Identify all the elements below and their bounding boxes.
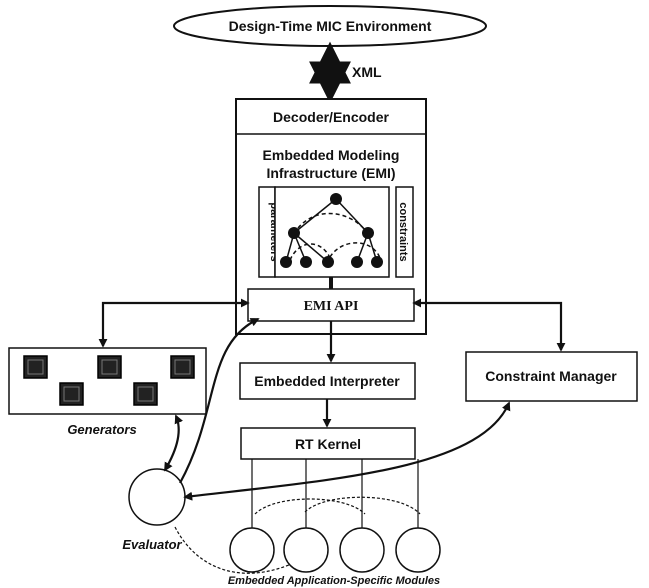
rt-kernel-label: RT Kernel xyxy=(295,436,361,452)
evaluator-label: Evaluator xyxy=(122,537,182,552)
emi-title-line2: Infrastructure (EMI) xyxy=(266,165,395,181)
design-time-environment-label: Design-Time MIC Environment xyxy=(229,18,432,34)
constraint-manager-label: Constraint Manager xyxy=(485,368,617,384)
emi-api-label: EMI API xyxy=(304,299,359,314)
application-modules xyxy=(174,459,441,574)
constraint-manager: Constraint Manager xyxy=(465,351,638,402)
connectors xyxy=(98,298,566,501)
embedded-interpreter-label: Embedded Interpreter xyxy=(254,373,400,389)
embedded-interpreter: Embedded Interpreter xyxy=(239,362,416,400)
modules-label: Embedded Application-Specific Modules xyxy=(228,575,440,587)
design-time-environment: Design-Time MIC Environment xyxy=(173,5,487,47)
rt-kernel: RT Kernel xyxy=(240,427,416,460)
constraints-label: constraints xyxy=(397,202,409,261)
generators: Generators xyxy=(8,347,207,437)
decoder-encoder-label: Decoder/Encoder xyxy=(273,109,389,125)
emi-container: Decoder/Encoder Embedded Modeling Infras… xyxy=(235,98,427,335)
model-tree-nodes xyxy=(280,193,383,268)
emi-title-line1: Embedded Modeling xyxy=(263,147,400,163)
generators-label: Generators xyxy=(67,422,136,437)
xml-label: XML xyxy=(352,64,382,80)
evaluator: Evaluator xyxy=(122,468,186,552)
